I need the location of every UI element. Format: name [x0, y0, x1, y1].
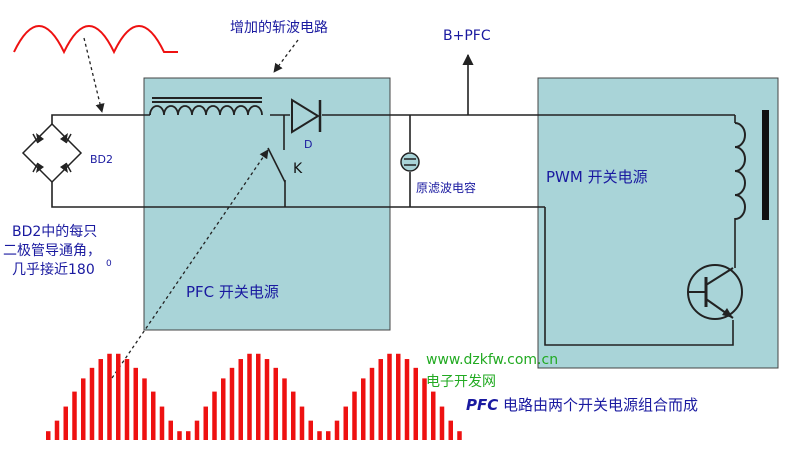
pulse-bar — [387, 353, 392, 440]
pulse-bar — [107, 353, 112, 440]
pfc-title: PFC 开关电源 — [186, 283, 279, 301]
wave-pointer — [83, 37, 105, 113]
pulse-bar — [361, 378, 366, 440]
bd2-note-line3: 几乎接近180 — [12, 261, 95, 278]
pulse-bar — [431, 391, 436, 440]
new-circuit-pointer — [273, 39, 299, 73]
pulse-bar — [159, 406, 165, 440]
pulse-bar — [46, 431, 51, 440]
bd2-note-line2: 二极管导通角， — [3, 243, 101, 259]
new-circuit-label: 增加的斩波电路 — [230, 20, 328, 36]
pulse-bar — [439, 406, 445, 440]
pulse-bar — [203, 406, 208, 440]
circuit-wiring — [51, 53, 736, 346]
diode-d — [291, 98, 322, 134]
rectified-wave — [13, 25, 178, 55]
caption: PFC 电路由两个开关电源组合而成 — [466, 396, 698, 414]
pulse-bar — [264, 359, 270, 440]
pulse-bar — [273, 367, 278, 440]
switch-label: K — [293, 161, 303, 177]
pulse-bar — [98, 359, 103, 440]
pulse-bar — [194, 420, 200, 440]
pulse-bar — [317, 431, 322, 440]
pwm-title: PWM 开关电源 — [546, 168, 648, 186]
pulse-bar — [282, 378, 287, 440]
pulse-bar — [212, 391, 217, 440]
bd2-note-line1: BD2中的每只 — [12, 224, 97, 240]
pfc-pulse-train — [46, 353, 462, 440]
pulse-bar — [369, 367, 375, 440]
pulse-bar — [308, 420, 313, 440]
pulse-bar — [378, 359, 383, 440]
pulse-bar — [72, 391, 77, 440]
pulse-bar — [396, 353, 401, 440]
pwm-transistor — [687, 264, 743, 320]
pulse-bar — [247, 353, 252, 440]
watermark-cn: 电子开发网 — [426, 374, 496, 390]
pulse-bar — [413, 367, 418, 440]
pulse-bar — [177, 431, 182, 440]
pwm-transformer — [734, 110, 769, 220]
caption-text: 电路由两个开关电源组合而成 — [503, 396, 698, 414]
pulse-bar — [422, 378, 427, 440]
pulse-bar — [63, 406, 68, 440]
pulse-bar — [81, 378, 86, 440]
pulse-bar — [238, 359, 243, 440]
pulse-bar — [291, 391, 296, 440]
pulse-bar — [256, 353, 261, 440]
watermark-url: www.dzkfw.com.cn — [426, 352, 558, 368]
pulse-bar — [168, 420, 173, 440]
pulse-bar — [229, 367, 235, 440]
filter-capacitor — [400, 152, 420, 172]
pulse-bar — [343, 406, 348, 440]
bd2-label: BD2 — [90, 153, 113, 166]
pulse-bar — [133, 367, 138, 440]
pulse-bar — [54, 420, 60, 440]
caption-latin: PFC — [466, 396, 498, 414]
bridge-rectifier-bd2 — [21, 122, 83, 184]
pfc-inductor — [149, 97, 263, 116]
pulse-bar — [186, 431, 191, 440]
pwm-block — [537, 77, 779, 369]
pulse-bar — [448, 420, 453, 440]
diode-label: D — [304, 138, 312, 151]
pulse-pointer — [111, 149, 269, 379]
pulse-bar — [89, 367, 95, 440]
pulse-bar — [142, 378, 147, 440]
pulse-bar — [352, 391, 357, 440]
pulse-bar — [404, 359, 410, 440]
pulse-bar — [299, 406, 305, 440]
pulse-bar — [326, 431, 331, 440]
pfc-block — [143, 77, 391, 331]
pulse-bar — [124, 359, 130, 440]
pulse-bar — [221, 378, 226, 440]
pulse-bar — [116, 353, 121, 440]
pulse-bar — [151, 391, 156, 440]
pulse-bar — [334, 420, 340, 440]
b-pfc-label: B+PFC — [443, 28, 491, 44]
bd2-note-degree: 0 — [106, 259, 112, 269]
filter-cap-label: 原滤波电容 — [416, 180, 476, 195]
pulse-bar — [457, 431, 462, 440]
